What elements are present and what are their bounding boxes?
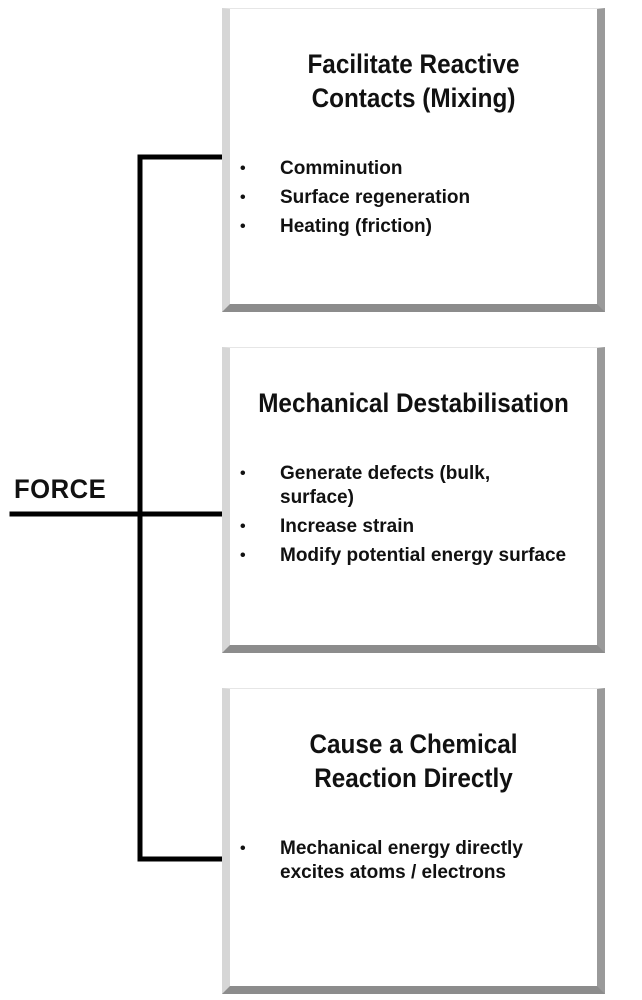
list-item: •Generate defects (bulk, surface): [240, 463, 491, 508]
list-item: •Mechanical energy directly excites atom…: [240, 838, 523, 883]
box-title-line: Reaction Directly: [314, 763, 513, 793]
root-label-force: FORCE: [14, 474, 107, 504]
box-item-list: •Comminution •Surface regeneration •Heat…: [230, 157, 597, 239]
box-title-line: Contacts (Mixing): [311, 83, 516, 113]
box-title-line: Mechanical Destabilisation: [258, 388, 569, 418]
bullet-icon: •: [240, 465, 246, 482]
list-item: •Modify potential energy surface: [240, 545, 567, 566]
list-item: •Increase strain: [240, 516, 415, 537]
box-item-list: •Mechanical energy directly excites atom…: [230, 837, 597, 885]
bullet-icon: •: [240, 518, 246, 535]
bullet-icon: •: [240, 189, 246, 206]
list-item: •Heating (friction): [240, 216, 432, 237]
box-facilitate-reactive-contacts: Facilitate Reactive Contacts (Mixing) •C…: [222, 8, 605, 312]
box-title-line: Facilitate Reactive: [307, 49, 520, 79]
box-title-line: Cause a Chemical: [309, 729, 518, 759]
list-item: •Comminution: [240, 158, 403, 179]
list-item: •Surface regeneration: [240, 187, 471, 208]
box-mechanical-destabilisation: Mechanical Destabilisation •Generate def…: [222, 347, 605, 653]
bullet-icon: •: [240, 160, 246, 177]
bullet-icon: •: [240, 218, 246, 235]
bullet-icon: •: [240, 840, 246, 857]
box-cause-chemical-reaction: Cause a Chemical Reaction Directly •Mech…: [222, 688, 605, 994]
bullet-icon: •: [240, 547, 246, 564]
box-item-list: •Generate defects (bulk, surface) •Incre…: [230, 462, 597, 568]
